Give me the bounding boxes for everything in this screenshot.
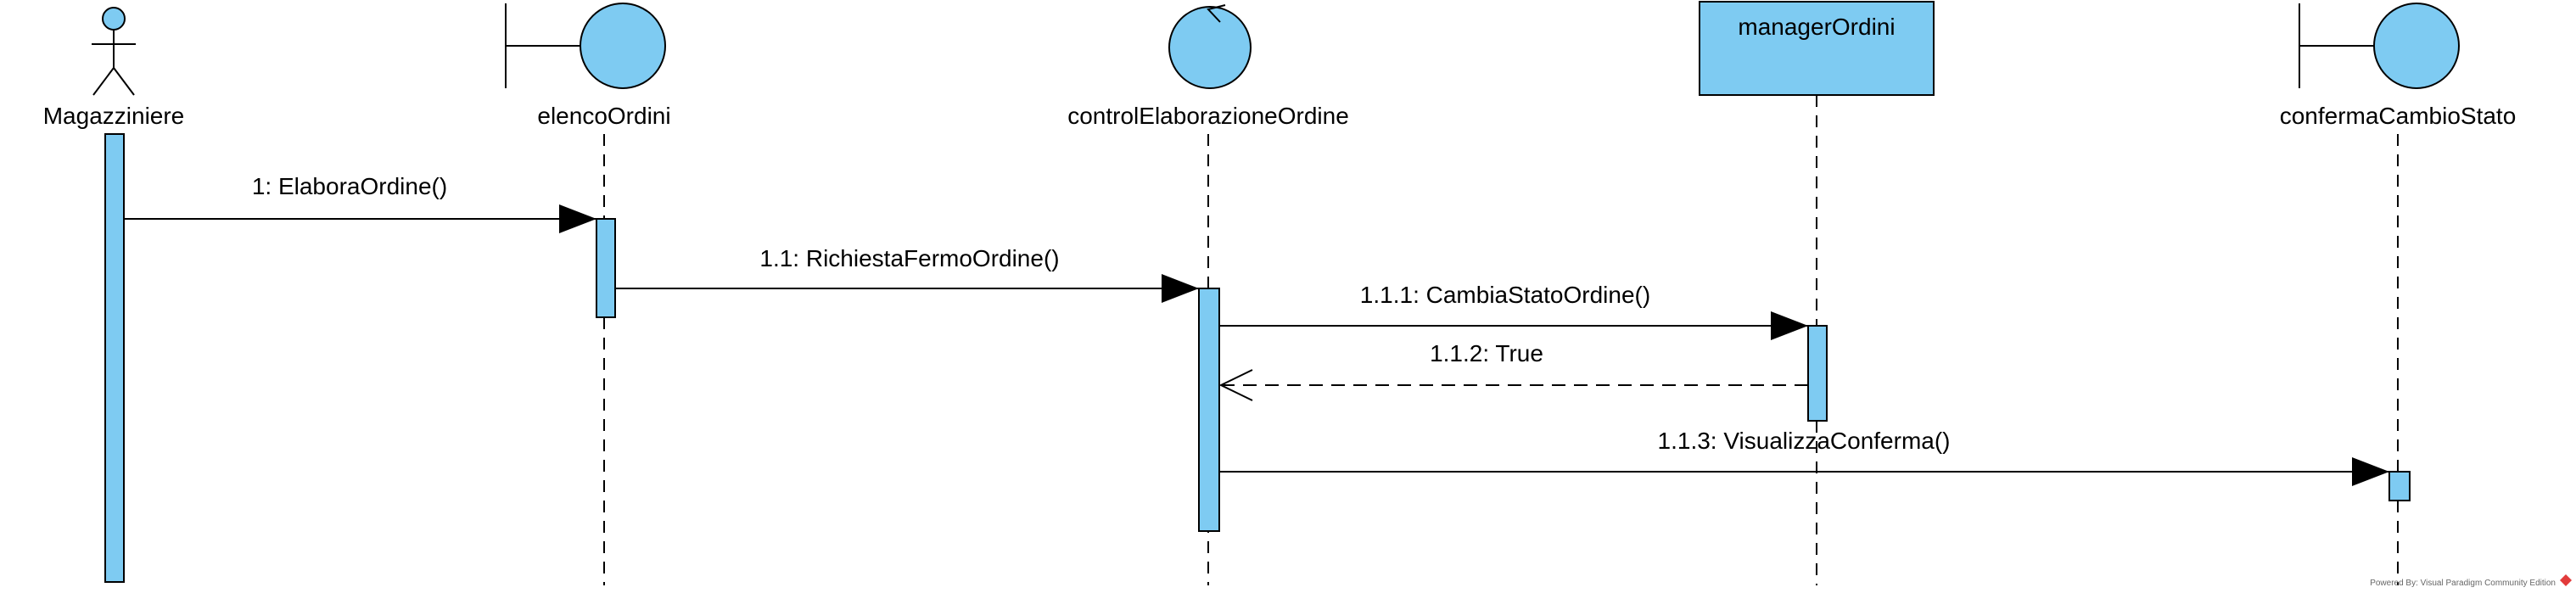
vp-logo-icon — [2560, 574, 2572, 586]
message-label: 1.1: RichiestaFermoOrdine() — [759, 245, 1059, 271]
boundary-icon — [2299, 3, 2460, 89]
watermark-text: Powered By: Visual Paradigm Community Ed… — [2370, 579, 2556, 588]
entity-box — [1699, 1, 1935, 96]
message-visualizza-conferma[interactable]: 1.1.3: VisualizzaConferma() — [1219, 428, 2389, 486]
message-label: 1.1.1: CambiaStatoOrdine() — [1360, 282, 1650, 308]
message-return-true[interactable]: 1.1.2: True — [1218, 340, 1808, 401]
activation-bar — [2388, 471, 2411, 501]
watermark: Powered By: Visual Paradigm Community Ed… — [2370, 574, 2572, 588]
activation-bar — [104, 133, 125, 583]
message-cambia-stato-ordine[interactable]: 1.1.1: CambiaStatoOrdine() — [1219, 282, 1808, 340]
activation-bar — [1198, 288, 1220, 532]
activation-bar — [596, 218, 616, 318]
message-elabora-ordine[interactable]: 1: ElaboraOrdine() — [124, 173, 596, 233]
participant-control-elaborazione-ordine[interactable]: controlElaborazioneOrdine — [1067, 4, 1349, 129]
participant-manager-ordini[interactable]: managerOrdini — [1699, 1, 1935, 96]
actor-icon — [92, 7, 136, 96]
message-label: 1.1.3: VisualizzaConferma() — [1658, 428, 1951, 454]
control-icon — [1168, 4, 1252, 89]
message-richiesta-fermo-ordine[interactable]: 1.1: RichiestaFermoOrdine() — [615, 245, 1199, 303]
participant-label: elencoOrdini — [537, 103, 670, 129]
participant-label: managerOrdini — [1738, 14, 1895, 40]
participant-label: Magazziniere — [43, 103, 185, 129]
activation-bar — [1807, 325, 1828, 422]
participant-label: controlElaborazioneOrdine — [1067, 103, 1349, 129]
participant-magazziniere[interactable]: Magazziniere — [43, 7, 185, 129]
boundary-icon — [505, 3, 666, 89]
participant-conferma-cambio-stato[interactable]: confermaCambioStato — [2280, 3, 2517, 129]
message-label: 1: ElaboraOrdine() — [252, 173, 447, 199]
message-label: 1.1.2: True — [1430, 340, 1543, 366]
participant-elenco-ordini[interactable]: elencoOrdini — [505, 3, 671, 129]
participant-label: confermaCambioStato — [2280, 103, 2517, 129]
